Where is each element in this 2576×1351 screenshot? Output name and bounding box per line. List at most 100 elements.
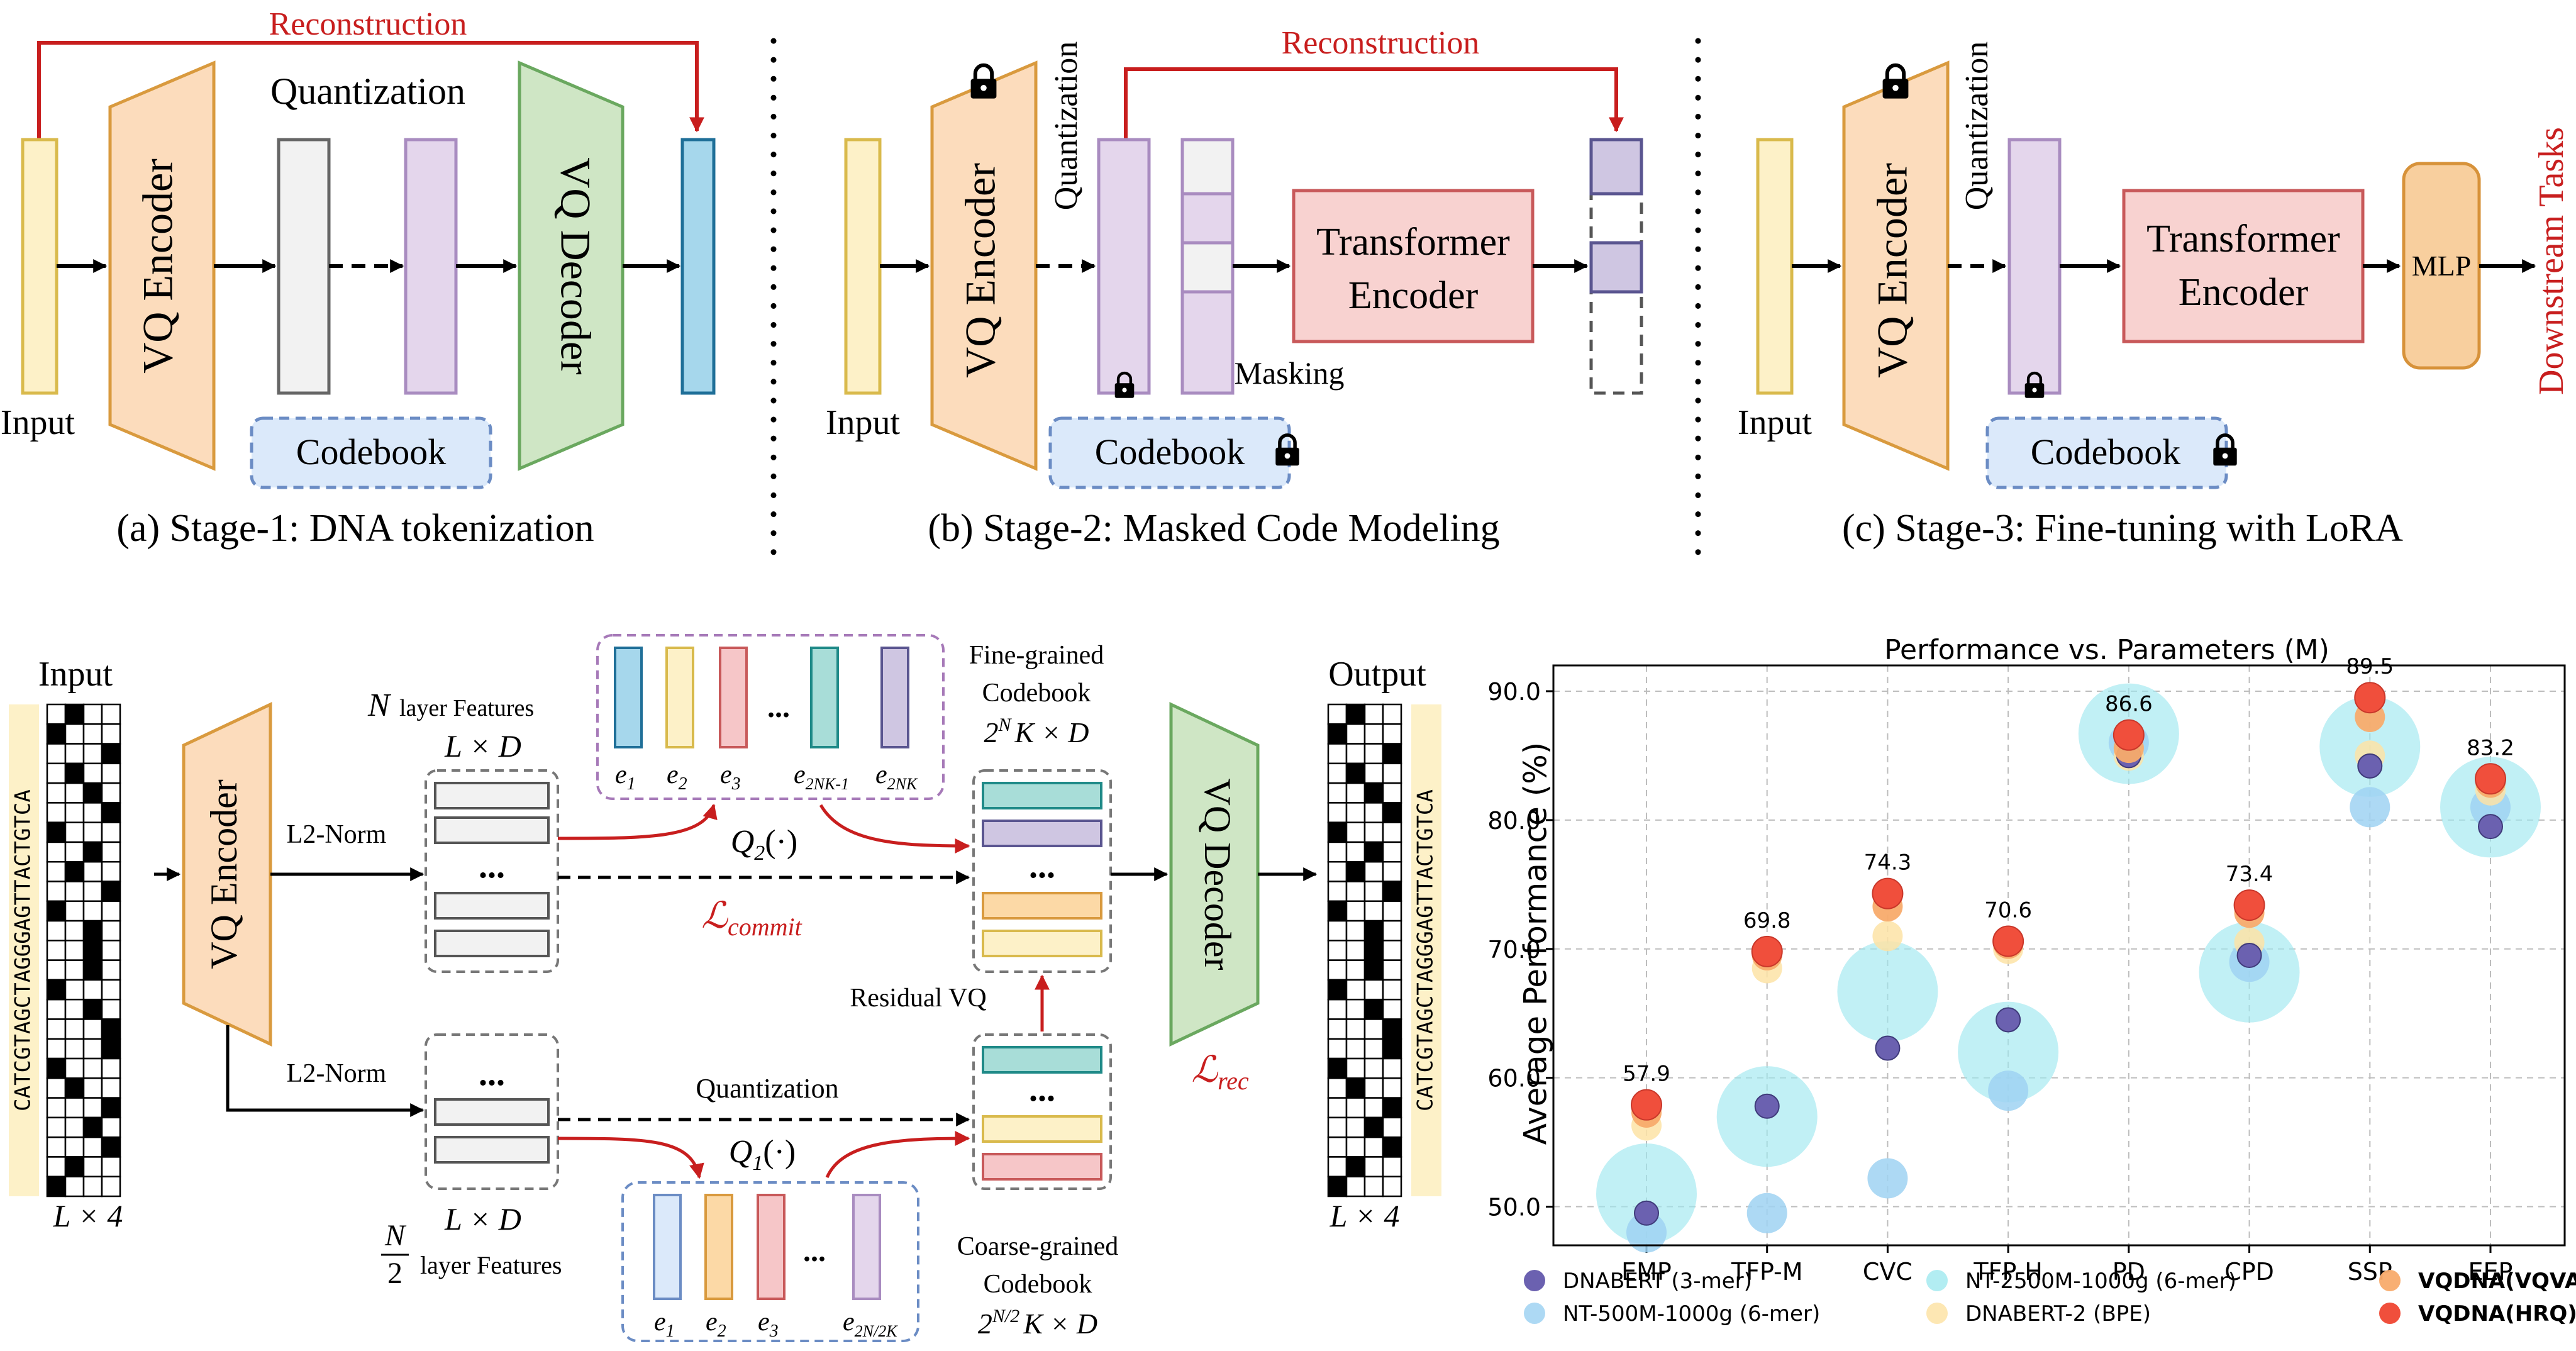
onehot-cell bbox=[101, 1018, 121, 1040]
onehot-cell bbox=[101, 881, 121, 903]
transformer-label-line2: Encoder bbox=[2179, 271, 2309, 314]
legend-marker bbox=[1926, 1270, 1948, 1291]
onehot-cell bbox=[1327, 959, 1348, 981]
residual-vq-label: Residual VQ bbox=[850, 984, 986, 1013]
onehot-cell bbox=[82, 900, 103, 922]
onehot-cell bbox=[101, 802, 121, 823]
data-label: 74.3 bbox=[1864, 850, 1912, 876]
onehot-cell bbox=[64, 841, 85, 863]
onehot-cell bbox=[82, 1156, 103, 1177]
onehot-cell bbox=[1327, 743, 1348, 765]
onehot-cell bbox=[82, 723, 103, 745]
onehot-cell bbox=[1345, 743, 1366, 765]
onehot-cell bbox=[64, 1077, 85, 1099]
fine-e3: e3 bbox=[720, 760, 741, 794]
input-label: Input bbox=[1738, 403, 1813, 442]
onehot-cell bbox=[46, 802, 67, 823]
bottom-feature-group bbox=[425, 1033, 559, 1190]
onehot-cell bbox=[82, 1097, 103, 1119]
onehot-cell bbox=[1327, 1077, 1348, 1099]
onehot-cell bbox=[1327, 1156, 1348, 1177]
downstream-tasks-label: Downstream Tasks bbox=[2532, 127, 2571, 395]
onehot-cell bbox=[46, 743, 67, 765]
x-tick-label: PD bbox=[2112, 1258, 2145, 1286]
mlp-label: MLP bbox=[2412, 250, 2472, 282]
performance-chart: Performance vs. Parameters (M) Average P… bbox=[1487, 634, 2576, 1326]
data-label: 70.6 bbox=[1984, 898, 2032, 923]
onehot-cell bbox=[1382, 1116, 1402, 1138]
onehot-cell bbox=[1382, 998, 1402, 1020]
vq-decoder-label: VQ Decoder bbox=[552, 157, 599, 375]
onehot-cell bbox=[82, 841, 103, 863]
onehot-cell bbox=[1345, 1116, 1366, 1138]
top-feature-group bbox=[425, 769, 559, 973]
onehot-cell bbox=[1327, 1018, 1348, 1040]
onehot-cell bbox=[1345, 940, 1366, 961]
codebook bbox=[1985, 416, 2228, 489]
bubble-dnabert-3-mer bbox=[2478, 814, 2503, 840]
l-times-d-top: L × D bbox=[444, 728, 521, 764]
onehot-cell bbox=[1345, 841, 1366, 863]
bubble-vqdna-hrq bbox=[2354, 682, 2386, 714]
onehot-cell bbox=[1327, 723, 1348, 745]
bubble-dnabert-3-mer bbox=[1754, 1093, 1780, 1119]
onehot-cell bbox=[1363, 1116, 1384, 1138]
q1-input-arrow bbox=[557, 1137, 704, 1179]
onehot-cell bbox=[101, 940, 121, 961]
data-label: 57.9 bbox=[1623, 1062, 1670, 1087]
onehot-cell bbox=[1382, 1057, 1402, 1079]
onehot-cell bbox=[82, 1018, 103, 1040]
hrq-detail-panel: Input CATCGTAGCTAGGGAGTTACTGTCA L × 4 VQ… bbox=[9, 634, 1441, 1342]
n-symbol: N bbox=[367, 687, 392, 723]
transformer-encoder bbox=[1292, 189, 1535, 343]
x-tick-label: EMP bbox=[1621, 1258, 1672, 1286]
onehot-cell bbox=[64, 821, 85, 843]
onehot-cell bbox=[1382, 1097, 1402, 1119]
fine-grained-label-1: Fine-grained bbox=[969, 641, 1104, 670]
codebook-label: Codebook bbox=[1095, 431, 1245, 472]
onehot-cell bbox=[101, 1038, 121, 1060]
vq-encoder-label: VQ Encoder bbox=[1868, 163, 1916, 378]
vq-encoder bbox=[182, 702, 272, 1047]
bubble-vqdna-hrq bbox=[2233, 889, 2265, 921]
onehot-cell bbox=[1382, 900, 1402, 922]
onehot-cell bbox=[101, 1077, 121, 1099]
bubble-nt-500m-1000g-6-mer bbox=[1746, 1193, 1787, 1233]
output-sequence-strip bbox=[1411, 704, 1441, 1196]
onehot-cell bbox=[1345, 959, 1366, 981]
onehot-cell bbox=[1363, 723, 1384, 745]
onehot-cell bbox=[1382, 881, 1402, 903]
onehot-cell bbox=[46, 703, 67, 725]
legend-label: DNABERT-2 (BPE) bbox=[1965, 1301, 2151, 1326]
data-label: 73.4 bbox=[2226, 862, 2273, 887]
legend-marker bbox=[2379, 1303, 2401, 1324]
onehot-cell bbox=[1363, 881, 1384, 903]
chart-title: Performance vs. Parameters (M) bbox=[1884, 634, 2329, 666]
onehot-cell bbox=[1327, 782, 1348, 804]
onehot-cell bbox=[1382, 1077, 1402, 1099]
onehot-cell bbox=[101, 1156, 121, 1177]
x-tick-label: EEP bbox=[2468, 1258, 2513, 1286]
y-tick-label: 70.0 bbox=[1487, 936, 1541, 964]
coarse-grained-codebook bbox=[621, 1181, 919, 1342]
fine-e-last-minus-one: e2NK-1 bbox=[794, 760, 849, 793]
bubble-nt-500m-1000g-6-mer bbox=[1626, 1212, 1667, 1253]
onehot-cell bbox=[1327, 860, 1348, 882]
vq-decoder bbox=[1169, 702, 1260, 1047]
ellipsis: ... bbox=[479, 847, 505, 886]
legend-marker bbox=[1524, 1270, 1545, 1291]
onehot-cell bbox=[46, 841, 67, 863]
onehot-cell bbox=[1327, 802, 1348, 823]
onehot-cell bbox=[1363, 860, 1384, 882]
coarse-e3: e3 bbox=[758, 1308, 779, 1341]
onehot-cell bbox=[1345, 1097, 1366, 1119]
onehot-cell bbox=[1345, 860, 1366, 882]
onehot-cell bbox=[101, 979, 121, 1001]
onehot-cell bbox=[1345, 762, 1366, 784]
ellipsis: ... bbox=[803, 1235, 826, 1268]
stage3-caption: (c) Stage-3: Fine-tuning with LoRA bbox=[1842, 507, 2403, 550]
lock-icon bbox=[1883, 65, 1909, 99]
onehot-cell bbox=[82, 920, 103, 942]
